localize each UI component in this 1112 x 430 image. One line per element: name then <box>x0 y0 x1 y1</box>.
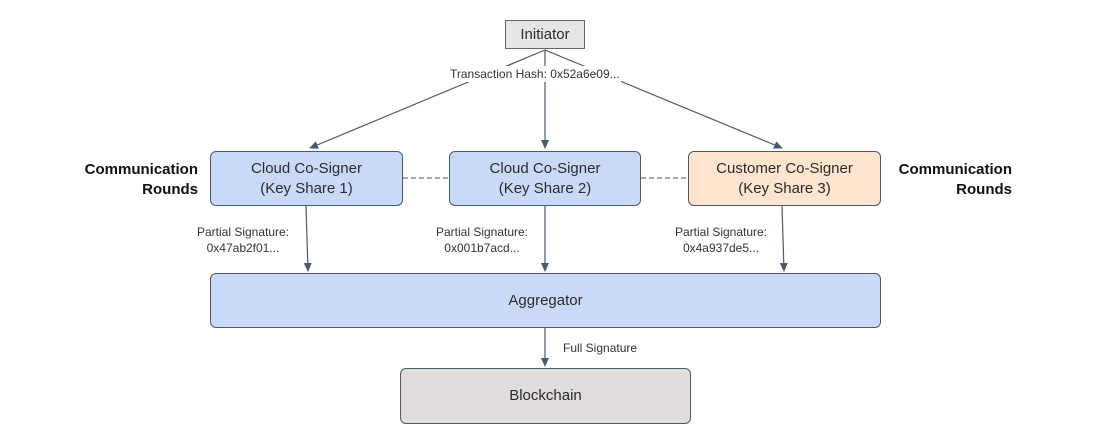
edge-signer-3-to-aggregator <box>779 205 788 272</box>
cloud-co-signer-2: Cloud Co-Signer (Key Share 2) <box>449 151 641 206</box>
communication-rounds-right: Communication Rounds <box>898 161 1012 198</box>
signer-2-title: Cloud Co-Signer <box>489 159 601 177</box>
signer-3-key-share: (Key Share 3) <box>738 179 831 197</box>
edge-initiator-to-signer-1 <box>309 49 546 149</box>
full-signature-label: Full Signature <box>563 341 638 355</box>
customer-co-signer-3: Customer Co-Signer (Key Share 3) <box>688 151 881 206</box>
communication-rounds-left: Communication Rounds <box>84 161 198 198</box>
edge-initiator-to-signer-3 <box>544 49 783 149</box>
cloud-co-signer-1: Cloud Co-Signer (Key Share 1) <box>210 151 403 206</box>
partial-signature-3: Partial Signature: 0x4a937de5... <box>674 225 768 255</box>
aggregator-label: Aggregator <box>508 291 583 309</box>
blockchain-label: Blockchain <box>509 387 582 404</box>
initiator-node: Initiator <box>505 20 585 49</box>
initiator-label: Initiator <box>520 25 570 43</box>
aggregator-node: Aggregator <box>210 273 881 328</box>
partial-signature-2: Partial Signature: 0x001b7acd... <box>435 225 529 255</box>
signer-2-key-share: (Key Share 2) <box>498 179 592 197</box>
signer-1-key-share: (Key Share 1) <box>260 179 353 197</box>
partial-signature-1: Partial Signature: 0x47ab2f01... <box>196 225 290 255</box>
blockchain-node: Blockchain <box>400 368 691 424</box>
transaction-hash-label: Transaction Hash: 0x52a6e09... <box>449 66 621 82</box>
signer-3-title: Customer Co-Signer <box>716 159 853 177</box>
signer-1-title: Cloud Co-Signer <box>251 159 362 177</box>
edge-signer-1-to-aggregator <box>303 205 312 272</box>
